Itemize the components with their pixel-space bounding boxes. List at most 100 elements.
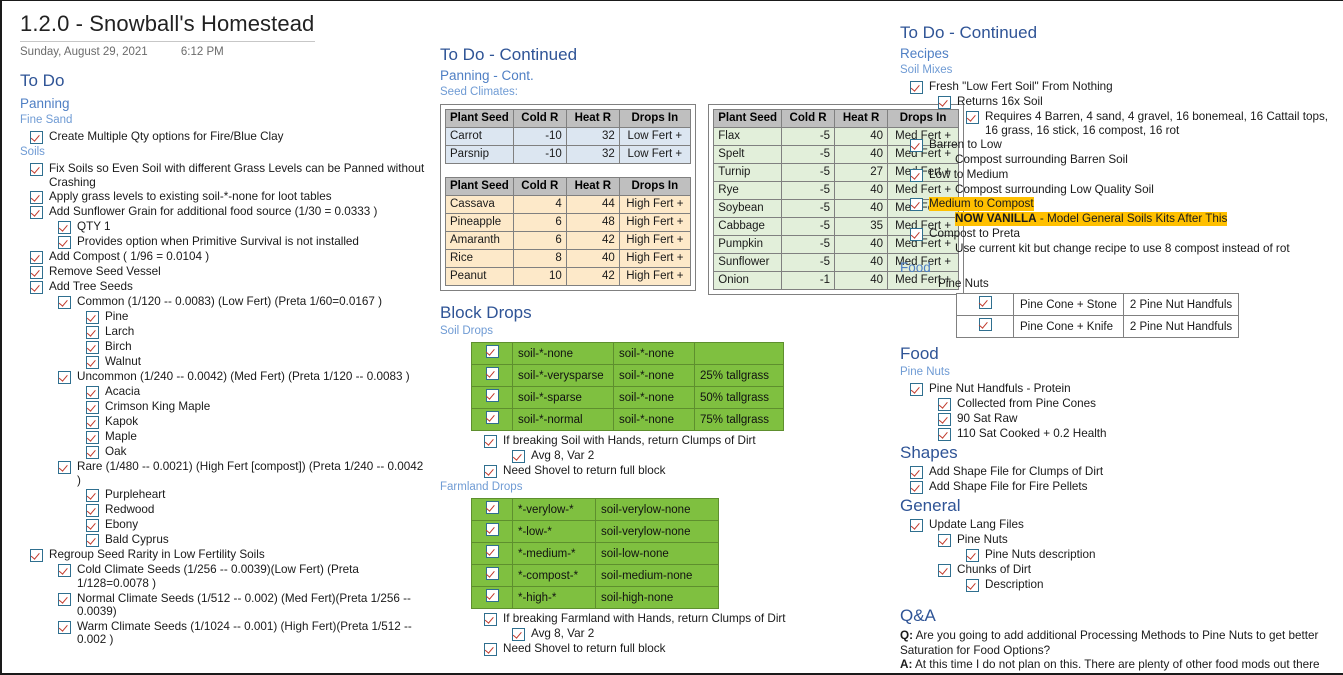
checkbox-checked[interactable] <box>910 81 923 94</box>
checklist-item[interactable]: Description <box>966 578 1336 593</box>
checklist-item[interactable]: Avg 8, Var 2 <box>512 627 892 641</box>
checklist-item[interactable]: Low to Medium <box>910 168 1336 182</box>
checkbox-checked[interactable] <box>910 481 923 495</box>
checkbox-checked[interactable] <box>58 221 71 235</box>
checklist-item[interactable]: Returns 16x Soil <box>938 95 1336 109</box>
checkbox-checked[interactable] <box>485 545 499 558</box>
table-cell-checkbox[interactable] <box>471 542 513 565</box>
checklist-item[interactable]: If breaking Soil with Hands, return Clum… <box>484 434 892 448</box>
checklist-item[interactable]: Add Shape File for Clumps of Dirt <box>910 465 1336 480</box>
checkbox-checked[interactable] <box>485 567 499 580</box>
checkbox-checked[interactable] <box>485 389 499 402</box>
table-cell-checkbox[interactable] <box>471 498 513 521</box>
table-cell-checkbox[interactable] <box>471 342 513 365</box>
checklist-item[interactable]: Add Tree Seeds <box>30 280 430 295</box>
checkbox-checked[interactable] <box>30 206 43 220</box>
checkbox-checked[interactable] <box>30 251 43 265</box>
checkbox-checked[interactable] <box>978 296 992 310</box>
checklist-item[interactable]: Fresh "Low Fert Soil" From Nothing <box>910 80 1336 94</box>
checklist-item[interactable]: Cold Climate Seeds (1/256 -- 0.0039)(Low… <box>58 563 430 590</box>
checklist-item[interactable]: Birch <box>86 340 430 355</box>
checklist-item[interactable]: Remove Seed Vessel <box>30 265 430 280</box>
checkbox-checked[interactable] <box>938 564 951 578</box>
checkbox-checked[interactable] <box>512 628 525 641</box>
checkbox-checked[interactable] <box>86 489 99 503</box>
checkbox-checked[interactable] <box>58 564 71 578</box>
checklist-item[interactable]: Need Shovel to return full block <box>484 464 892 478</box>
checklist-item[interactable]: Compost surrounding Barren Soil <box>938 153 1336 167</box>
checkbox-checked[interactable] <box>938 96 951 109</box>
checklist-item[interactable]: Collected from Pine Cones <box>938 397 1336 412</box>
checklist-item[interactable]: Common (1/120 -- 0.0083) (Low Fert) (Pre… <box>58 295 430 310</box>
checklist-item[interactable]: Apply grass levels to existing soil-*-no… <box>30 190 430 205</box>
checkbox-checked[interactable] <box>938 413 951 427</box>
checklist-item[interactable]: NOW VANILLA - Model General Soils Kits A… <box>938 212 1336 226</box>
checkbox-checked[interactable] <box>86 386 99 400</box>
checkbox-checked[interactable] <box>30 281 43 295</box>
checkbox-checked[interactable] <box>484 435 497 448</box>
table-cell-checkbox[interactable] <box>471 586 513 609</box>
checkbox-checked[interactable] <box>58 296 71 310</box>
checklist-item[interactable]: Pine <box>86 310 430 325</box>
checklist-item[interactable]: Compost surrounding Low Quality Soil <box>938 183 1336 197</box>
checklist-item[interactable]: Chunks of Dirt <box>938 563 1336 578</box>
checkbox-checked[interactable] <box>86 401 99 415</box>
checkbox-checked[interactable] <box>58 620 71 634</box>
checkbox-checked[interactable] <box>910 198 923 212</box>
checklist-item[interactable]: Bald Cyprus <box>86 533 430 548</box>
checkbox-checked[interactable] <box>58 592 71 606</box>
checklist-item[interactable]: Compost to Preta <box>910 227 1336 241</box>
checkbox-checked[interactable] <box>938 534 951 548</box>
checklist-item[interactable]: Create Multiple Qty options for Fire/Blu… <box>30 130 430 144</box>
checkbox-checked[interactable] <box>910 383 923 397</box>
checkbox-checked[interactable] <box>30 191 43 205</box>
checklist-item[interactable]: If breaking Farmland with Hands, return … <box>484 612 892 626</box>
checklist-item[interactable]: Rare (1/480 -- 0.0021) (High Fert [compo… <box>58 460 430 487</box>
checklist-item[interactable]: Redwood <box>86 503 430 518</box>
checkbox-checked[interactable] <box>30 131 43 144</box>
table-cell-checkbox[interactable] <box>471 364 513 387</box>
checklist-item[interactable]: QTY 1 <box>58 220 430 235</box>
checkbox-checked[interactable] <box>58 371 71 385</box>
checklist-item[interactable]: Pine Nut Handfuls - Protein <box>910 382 1336 397</box>
checkbox-checked[interactable] <box>86 534 99 548</box>
checkbox-checked[interactable] <box>86 326 99 340</box>
checkbox-checked[interactable] <box>485 367 499 380</box>
checklist-item[interactable]: Purpleheart <box>86 488 430 503</box>
checklist-item[interactable]: Maple <box>86 430 430 445</box>
checkbox-checked[interactable] <box>86 431 99 445</box>
table-cell-checkbox[interactable] <box>471 408 513 431</box>
checkbox-checked[interactable] <box>910 466 923 480</box>
checklist-item[interactable]: Warm Climate Seeds (1/1024 -- 0.001) (Hi… <box>58 620 430 647</box>
checklist-item[interactable]: 90 Sat Raw <box>938 412 1336 427</box>
checkbox-checked[interactable] <box>30 549 43 563</box>
checkbox-checked[interactable] <box>58 461 71 475</box>
checkbox-checked[interactable] <box>512 450 525 463</box>
checklist-item[interactable]: Regroup Seed Rarity in Low Fertility Soi… <box>30 548 430 563</box>
checkbox-checked[interactable] <box>58 236 71 250</box>
checklist-item[interactable]: Walnut <box>86 355 430 370</box>
checkbox-checked[interactable] <box>485 411 499 424</box>
checklist-item[interactable]: Crimson King Maple <box>86 400 430 415</box>
checkbox-checked[interactable] <box>86 416 99 430</box>
checkbox-checked[interactable] <box>86 504 99 518</box>
checkbox-checked[interactable] <box>485 523 499 536</box>
checklist-item[interactable]: Provides option when Primitive Survival … <box>58 235 430 250</box>
checkbox-checked[interactable] <box>485 589 499 602</box>
checklist-item[interactable]: Pine Nuts description <box>966 548 1336 563</box>
checklist-item[interactable]: Add Shape File for Fire Pellets <box>910 480 1336 495</box>
checklist-item[interactable]: Larch <box>86 325 430 340</box>
checklist-item[interactable]: Barren to Low <box>910 138 1336 153</box>
checklist-item[interactable]: Use current kit but change recipe to use… <box>938 242 1336 256</box>
checkbox-checked[interactable] <box>966 549 979 563</box>
checklist-item[interactable]: Ebony <box>86 518 430 533</box>
checklist-item[interactable]: Oak <box>86 445 430 460</box>
table-cell-checkbox[interactable] <box>956 315 1014 339</box>
checkbox-checked[interactable] <box>978 318 992 332</box>
table-cell-checkbox[interactable] <box>471 564 513 587</box>
checklist-item[interactable]: Acacia <box>86 385 430 400</box>
checkbox-checked[interactable] <box>485 501 499 514</box>
checkbox-checked[interactable] <box>910 519 923 533</box>
checkbox-checked[interactable] <box>938 428 951 442</box>
checkbox-checked[interactable] <box>86 356 99 370</box>
